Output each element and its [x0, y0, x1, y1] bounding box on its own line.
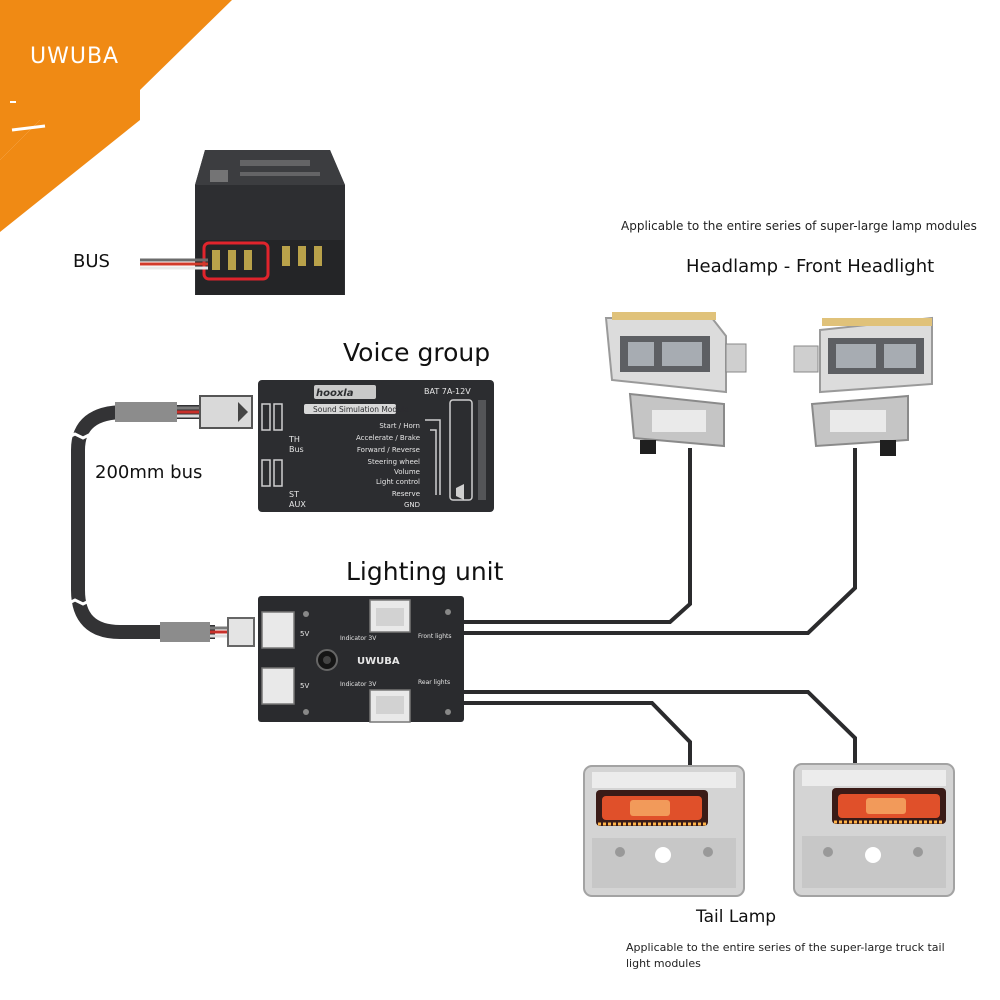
- front-light-wire-left: [464, 448, 692, 624]
- sound-port-bus: Bus: [289, 445, 304, 454]
- light-module-front-label: Front lights: [418, 633, 452, 640]
- tail-lamp-right: [793, 763, 955, 897]
- receiver-controller-box: [195, 150, 345, 295]
- light-module-5v-bottom: 5V: [300, 682, 309, 690]
- sound-port-aux: AUX: [289, 500, 306, 509]
- rear-light-wire-right: [464, 690, 857, 768]
- bus-connector-top: [115, 395, 253, 429]
- light-module-indicator-bottom: Indicator 3V: [340, 681, 377, 688]
- tail-lamp-note: Applicable to the entire series of the s…: [626, 941, 945, 970]
- bus-length-label: 200mm bus: [95, 462, 203, 483]
- speaker-icon: [456, 484, 464, 500]
- light-module-rear-label: Rear lights: [418, 679, 450, 686]
- sound-module-battery: BAT 7A-12V: [424, 387, 471, 396]
- brand-corner-banner-lower: [0, 120, 140, 232]
- sound-module-title: Sound Simulation Module: [313, 405, 409, 414]
- tail-lamp-left: [583, 765, 745, 897]
- sound-function-2: Accelerate / Brake: [356, 434, 420, 442]
- sound-function-1: Start / Horn: [379, 422, 420, 430]
- lighting-unit-module: [258, 596, 464, 723]
- sound-function-4: Steering wheel: [368, 458, 421, 466]
- sound-port-th: TH: [288, 435, 300, 444]
- bus-input-port-top: [261, 611, 295, 649]
- tail-lamp-title: Tail Lamp: [696, 907, 777, 927]
- sound-module-logo-plate: [314, 385, 376, 399]
- bus-label: BUS: [73, 251, 110, 272]
- bus-cable: [71, 405, 215, 639]
- cable-break-mark-lower: [66, 598, 92, 606]
- sound-function-6: Light control: [376, 478, 420, 486]
- cable-break-mark: [66, 432, 92, 440]
- headlamp-right: [793, 316, 933, 456]
- light-module-indicator-top: Indicator 3V: [340, 635, 377, 642]
- headlamp-left: [604, 312, 747, 454]
- front-light-wire-right: [464, 448, 857, 635]
- headlamp-note: Applicable to the entire series of super…: [621, 219, 977, 233]
- sound-module-logo: hooxla: [316, 388, 354, 399]
- headlamp-title: Headlamp - Front Headlight: [686, 256, 935, 277]
- light-module-brand: UWUBA: [357, 656, 400, 667]
- sound-function-7: Reserve: [392, 490, 420, 498]
- lighting-unit-label: Lighting unit: [346, 557, 504, 586]
- brand-logo-text: UWUBA: [30, 44, 120, 69]
- sound-port-st: ST: [289, 490, 299, 499]
- light-module-5v-top: 5V: [300, 630, 309, 638]
- sound-simulation-module: [258, 380, 494, 512]
- sound-function-5: Volume: [394, 468, 420, 476]
- rear-light-wire-left: [464, 701, 692, 768]
- sound-function-8: GND: [404, 501, 420, 509]
- brand-swoosh: [11, 124, 46, 132]
- voice-group-label: Voice group: [343, 338, 491, 367]
- sound-function-3: Forward / Reverse: [357, 446, 420, 454]
- bus-connector-bottom: [160, 617, 255, 647]
- bus-input-port-bottom: [261, 667, 295, 705]
